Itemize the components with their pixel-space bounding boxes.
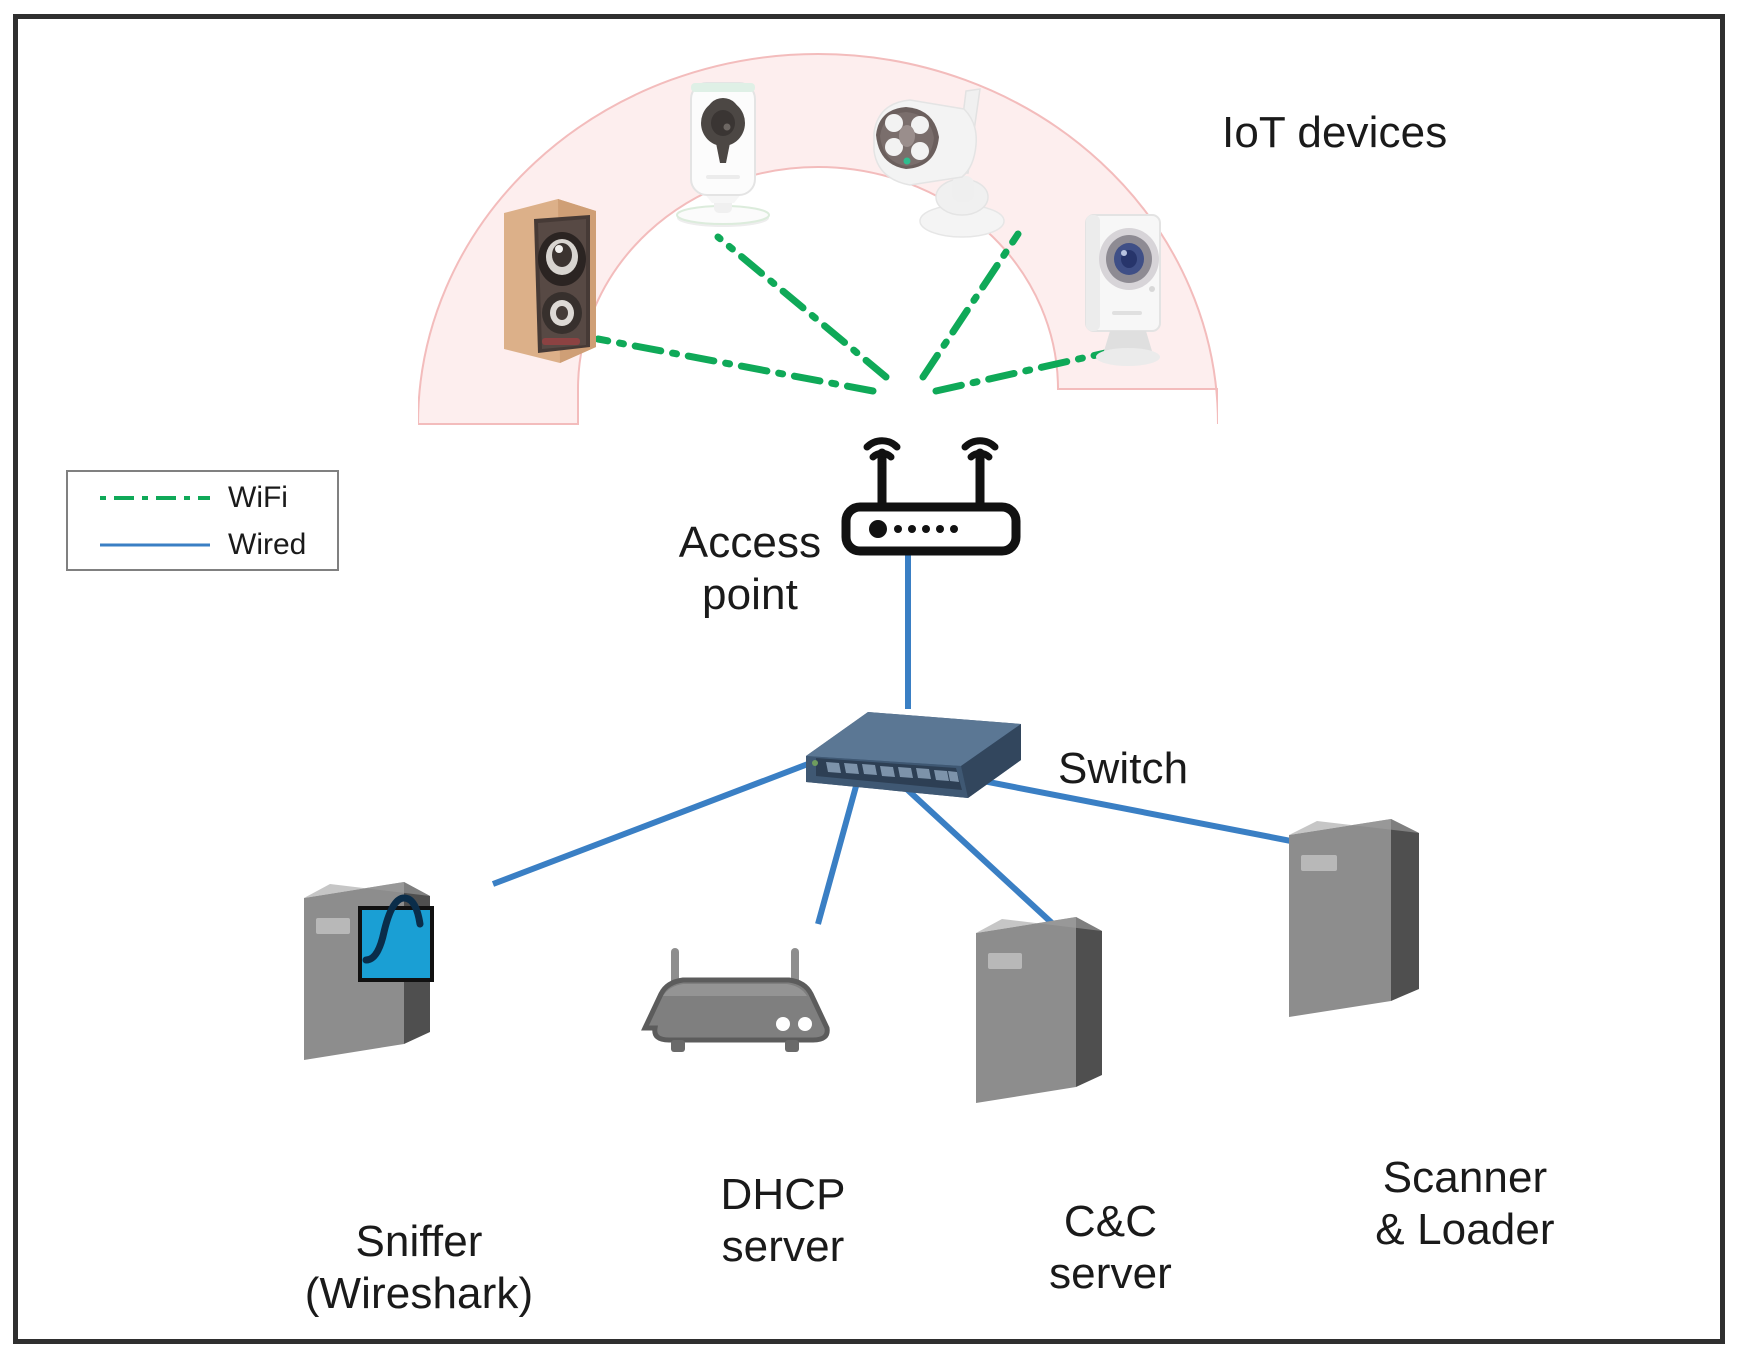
legend-label-wired: Wired xyxy=(228,528,307,561)
node-sniffer[interactable] xyxy=(296,874,441,1066)
iot-device-cube-camera xyxy=(1085,214,1161,366)
iot-device-bullet-camera xyxy=(873,88,1005,238)
node-switch[interactable] xyxy=(796,694,1031,819)
label-cc-server: C&C server xyxy=(1049,1197,1172,1298)
wired-line-swatch xyxy=(100,543,210,547)
legend-row-wifi: WiFi xyxy=(68,474,337,522)
wireshark-icon xyxy=(358,894,434,982)
wired-link-switch-sniffer xyxy=(491,761,810,887)
label-iot-devices: IoT devices xyxy=(1222,108,1448,157)
node-scanner-loader[interactable] xyxy=(1281,811,1431,1023)
wifi-line-swatch xyxy=(100,496,210,500)
label-dhcp-server: DHCP server xyxy=(720,1170,846,1271)
diagram-canvas: WiFi Wired IoT devices Access point Swit… xyxy=(18,19,1720,1339)
legend: WiFi Wired xyxy=(66,470,339,571)
legend-label-wifi: WiFi xyxy=(228,481,288,514)
label-scanner-loader: Scanner & Loader xyxy=(1375,1153,1555,1254)
node-cc-server[interactable] xyxy=(968,909,1113,1109)
legend-row-wired: Wired xyxy=(68,521,337,569)
iot-device-video-doorbell xyxy=(504,199,596,363)
node-dhcp-server[interactable] xyxy=(633,944,838,1074)
iot-device-indoor-camera xyxy=(676,82,770,227)
label-sniffer: Sniffer (Wireshark) xyxy=(304,1217,534,1318)
label-access-point: Access point xyxy=(678,518,822,619)
label-switch: Switch xyxy=(1058,744,1189,793)
diagram-frame: WiFi Wired IoT devices Access point Swit… xyxy=(13,14,1725,1344)
node-access-point[interactable] xyxy=(836,423,1026,558)
